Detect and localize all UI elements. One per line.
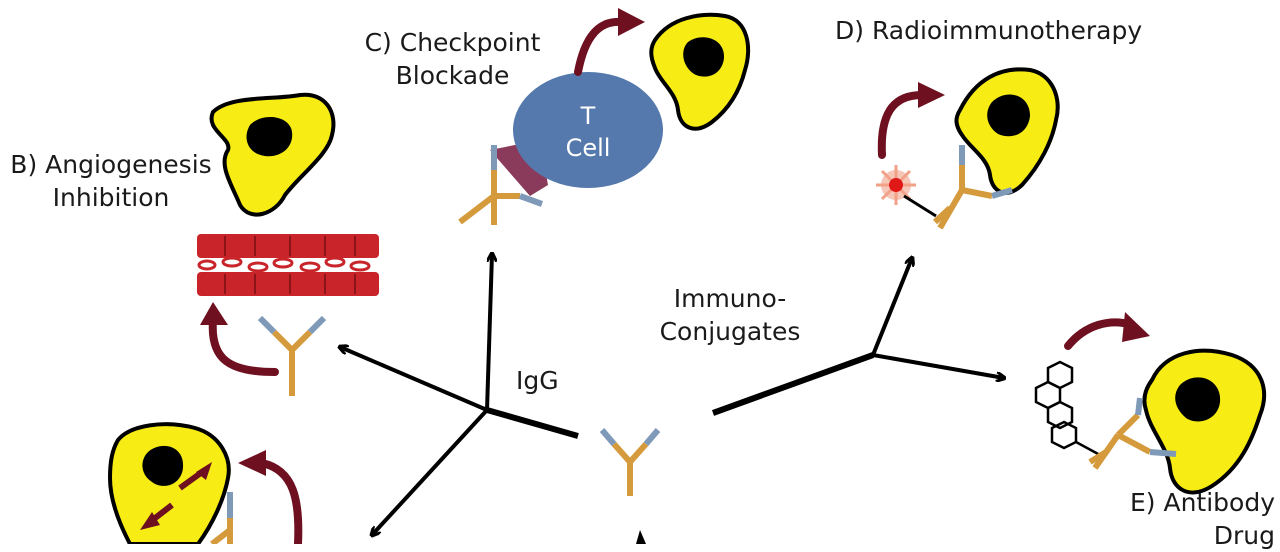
panel-b-antibody xyxy=(257,315,327,396)
radioisotope xyxy=(876,165,937,218)
panel-d-label-line1: D) Radioimmunotherapy xyxy=(835,16,1143,45)
t-cell-label: T Cell xyxy=(548,100,628,164)
panel-e-label-line2: Drug xyxy=(1213,521,1275,550)
igg-label-text: IgG xyxy=(516,366,559,395)
immunoconjugates-label-line2: Conjugates xyxy=(659,317,801,346)
stem-immunoconjugates xyxy=(711,352,875,416)
panel-a-antibody xyxy=(210,492,233,547)
igg-label: IgG xyxy=(516,364,559,397)
t-cell-label-line2: Cell xyxy=(565,134,611,162)
stem-to-center-antibody xyxy=(486,407,579,439)
arrow-to-panel-e xyxy=(872,353,1004,378)
panel-b-label-line1: B) Angiogenesis xyxy=(10,150,212,179)
panel-a-curved-arrow xyxy=(238,450,303,548)
radiating-lines xyxy=(340,254,1004,535)
arrow-to-panel-c xyxy=(485,254,492,411)
drug-molecule xyxy=(1034,360,1101,457)
panel-e-antibody xyxy=(1088,397,1177,470)
t-cell xyxy=(513,72,663,188)
panel-e-tumor-cell xyxy=(1142,348,1267,495)
immunoconjugates-label: Immuno- Conjugates xyxy=(630,282,830,348)
panel-e-label: E) Antibody Drug xyxy=(1080,486,1275,552)
arrow-to-panel-d xyxy=(871,258,912,356)
panel-d-antibody xyxy=(932,145,1013,230)
panel-c-antibody xyxy=(458,140,548,225)
blood-vessel xyxy=(197,234,379,296)
panel-c-label-line1: C) Checkpoint xyxy=(364,28,541,57)
panel-b-tumor-cell xyxy=(209,92,336,217)
arrow-to-panel-b xyxy=(340,347,488,412)
panel-d-curved-arrow xyxy=(877,82,945,159)
center-antibody xyxy=(599,428,661,496)
panel-d-tumor-cell xyxy=(954,67,1060,195)
panel-c-tumor-cell xyxy=(649,12,751,131)
panel-c-label-line2: Blockade xyxy=(395,61,510,90)
arrow-to-panel-a xyxy=(372,408,489,535)
immunoconjugates-label-line1: Immuno- xyxy=(673,284,787,313)
panel-e-curved-arrow xyxy=(1064,312,1150,350)
panel-b-label-line2: Inhibition xyxy=(52,183,170,212)
panel-b-curved-arrow xyxy=(200,302,279,376)
panel-a-tumor-cell xyxy=(107,422,231,546)
t-cell-label-line1: T xyxy=(580,102,596,130)
panel-e-label-line1: E) Antibody xyxy=(1129,488,1275,517)
panel-c-label: C) Checkpoint Blockade xyxy=(345,26,560,92)
panel-d-label: D) Radioimmunotherapy xyxy=(835,14,1142,47)
panel-b-label: B) Angiogenesis Inhibition xyxy=(0,148,222,214)
panel-c-curved-arrow xyxy=(574,8,645,76)
cropped-mark xyxy=(636,530,646,544)
